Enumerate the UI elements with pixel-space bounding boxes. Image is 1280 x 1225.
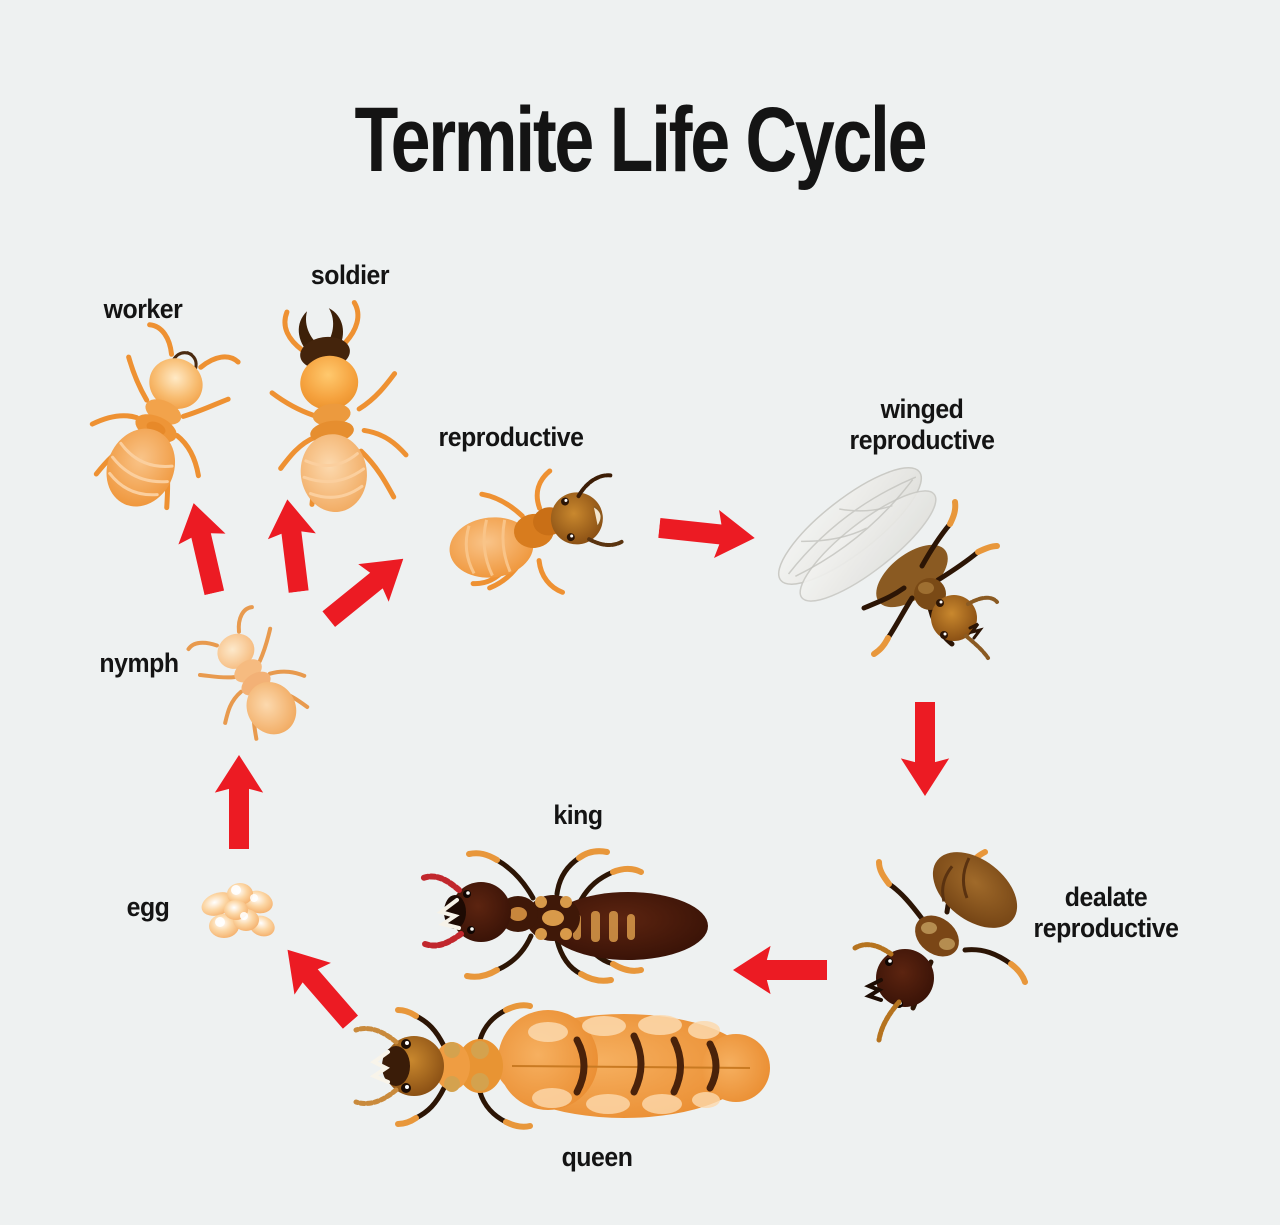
king-termite-illustration [420,838,708,988]
worker-termite-illustration [85,322,241,511]
soldier-termite-illustration [255,300,409,518]
winged-reproductive-label-line2: reproductive [849,425,995,456]
egg-label: egg [126,892,170,922]
arrow-nymph-to-worker-icon [169,498,238,599]
egg-cluster-illustration [188,872,288,952]
dealate-reproductive-label-line1: dealate [1064,882,1148,912]
arrow-nymph-to-soldier-icon [263,496,324,594]
arrow-egg-to-nymph-icon [214,755,264,849]
page-title: Termite Life Cycle [0,88,1280,193]
king-label: king [553,800,603,830]
winged-reproductive-termite-illustration [762,448,1000,660]
nymph-label: nymph [99,648,179,678]
dealate-reproductive-termite-illustration [852,832,1028,1043]
dealate-reproductive-label-line2: reproductive [1033,913,1179,944]
worker-label: worker [103,294,183,324]
page-title-text: Termite Life Cycle [354,89,928,191]
soldier-label: soldier [310,260,390,290]
arrow-reproductive-to-winged-icon [657,503,758,563]
arrow-queen-to-egg-icon [269,933,370,1038]
reproductive-termite-illustration [432,462,624,602]
arrow-nymph-to-reproductive-icon [313,539,419,638]
arrow-dealate-to-king-icon [733,945,827,995]
queen-label: queen [561,1142,633,1172]
reproductive-label: reproductive [438,422,584,452]
winged-reproductive-label: winged reproductive [850,394,995,456]
queen-termite-illustration [352,998,770,1133]
dealate-reproductive-label: dealate reproductive [1034,882,1179,944]
nymph-termite-illustration [186,605,315,747]
arrow-winged-to-dealate-icon [900,702,950,796]
winged-reproductive-label-line1: winged [880,394,964,424]
